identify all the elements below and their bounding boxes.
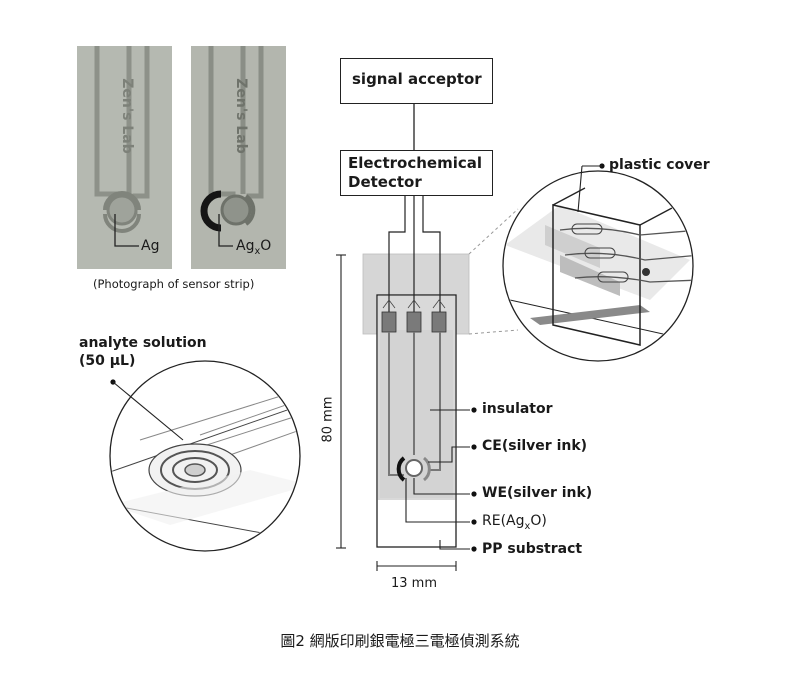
working-electrode (405, 459, 423, 477)
electrochemical-detector-box: Electrochemical Detector (340, 150, 493, 196)
pp-substrate-label: PP substract (482, 541, 583, 557)
reference-electrode (396, 456, 406, 482)
label-ag: Ag (141, 238, 160, 254)
re-label-main: RE(Ag (482, 513, 525, 529)
counter-electrode (422, 456, 431, 482)
re-label: RE(AgxO) (482, 513, 547, 532)
label-agxo-sub: x (254, 245, 261, 257)
detector-label-line1: Electrochemical (348, 154, 482, 172)
label-agxo-main: Ag (236, 238, 255, 254)
detector-label-line2: Detector (348, 173, 422, 191)
photo-caption: (Photograph of sensor strip) (93, 277, 255, 291)
ce-label: CE(silver ink) (482, 438, 588, 454)
label-agxo-tail: O (260, 238, 272, 254)
signal-acceptor-label: signal acceptor (352, 70, 482, 88)
analyte-volume-label: (50 µL) (79, 353, 136, 369)
sensor-photo-agxo-drawing: Zen's Lab (191, 46, 286, 269)
sensor-photo-ag: Zen's Lab (77, 46, 172, 269)
plastic-cover-label: plastic cover (609, 157, 710, 173)
signal-acceptor-box: signal acceptor (340, 58, 493, 104)
re-label-sub: x (524, 520, 531, 532)
we-label: WE(silver ink) (482, 485, 593, 501)
photo-brand-agxo: Zen's Lab (233, 78, 249, 154)
insulator-label: insulator (482, 401, 553, 417)
analyte-solution-label: analyte solution (79, 335, 207, 351)
re-label-tail: O) (530, 513, 547, 529)
sensor-photo-ag-drawing: Zen's Lab (77, 46, 172, 269)
dimension-width-label: 13 mm (391, 576, 438, 591)
sensor-photo-agxo: Zen's Lab (191, 46, 286, 269)
figure-caption: 圖2 網版印刷銀電極三電極偵測系統 (280, 632, 520, 650)
photo-brand-ag: Zen's Lab (119, 78, 135, 154)
dimension-height-label: 80 mm (320, 396, 336, 443)
label-agxo: AgxO (236, 238, 271, 257)
